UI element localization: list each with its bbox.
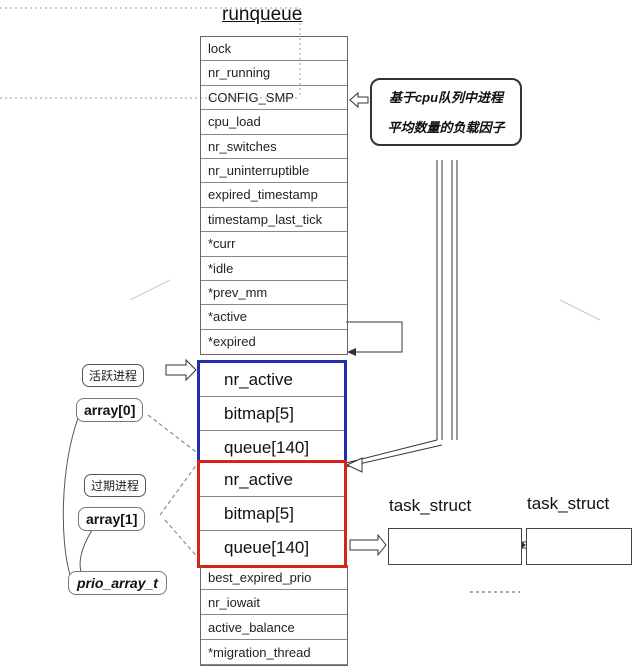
- field-nr-running: nr_running: [201, 61, 347, 86]
- field-curr: *curr: [201, 232, 347, 257]
- note-line-2: 平均数量的负载因子: [387, 120, 505, 135]
- array0-box: nr_active bitmap[5] queue[140]: [197, 360, 347, 468]
- array0-nr-active: nr_active: [200, 363, 344, 397]
- field-expired: *expired: [208, 333, 256, 349]
- prio-array-label: prio_array_t: [68, 571, 167, 595]
- load-factor-note: 基于cpu队列中进程 平均数量的负载因子: [370, 78, 522, 146]
- array1-bitmap: bitmap[5]: [200, 497, 344, 531]
- runqueue-struct-bottom: best_expired_prio nr_iowait active_balan…: [200, 565, 348, 666]
- array0-bitmap: bitmap[5]: [200, 397, 344, 431]
- field-active-balance: active_balance: [201, 615, 347, 640]
- field-timestamp-last-tick: timestamp_last_tick: [201, 208, 347, 233]
- runqueue-title: runqueue: [222, 4, 303, 25]
- task-struct-box-1: [388, 528, 522, 565]
- field-idle: *idle: [201, 257, 347, 281]
- array1-label: array[1]: [78, 507, 146, 531]
- field-expired-timestamp: expired_timestamp: [201, 183, 347, 208]
- field-migration-thread: *migration_thread: [201, 640, 347, 665]
- field-nr-uninterruptible: nr_uninterruptible: [201, 159, 347, 184]
- array1-box: nr_active bitmap[5] queue[140]: [197, 460, 347, 568]
- task-struct-box-2: [526, 528, 632, 565]
- field-lock: lock: [201, 37, 347, 62]
- array0-label: array[0]: [76, 398, 144, 422]
- field-active: *active: [201, 305, 347, 330]
- task-struct-label-1: task_struct: [389, 496, 472, 515]
- array1-queue: queue[140]: [224, 538, 310, 557]
- field-cpu-load: cpu_load: [201, 110, 347, 135]
- expired-label: 过期进程: [84, 474, 147, 497]
- field-config-smp: CONFIG_SMP: [201, 86, 347, 111]
- field-prev-mm: *prev_mm: [201, 281, 347, 306]
- field-nr-switches: nr_switches: [201, 135, 347, 159]
- task-struct-label-2: task_struct: [527, 494, 610, 513]
- field-nr-iowait: nr_iowait: [201, 590, 347, 615]
- field-best-expired-prio: best_expired_prio: [201, 565, 347, 590]
- note-line-1: 基于cpu队列中进程: [388, 90, 504, 105]
- active-label: 活跃进程: [82, 364, 145, 387]
- array1-nr-active: nr_active: [200, 463, 344, 497]
- array0-queue: queue[140]: [224, 438, 310, 457]
- runqueue-struct: lock nr_running CONFIG_SMP cpu_load nr_s…: [200, 36, 348, 356]
